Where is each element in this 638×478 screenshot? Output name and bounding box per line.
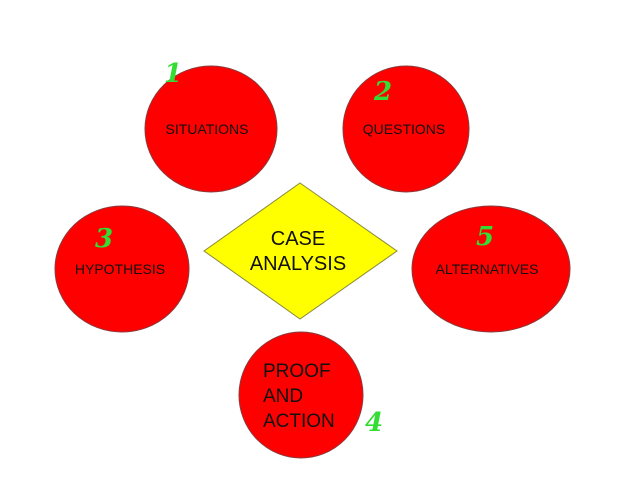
- node-hypothesis: HYPOTHESIS 3: [54, 205, 190, 333]
- proof-line3: ACTION: [263, 411, 335, 432]
- hypothesis-circle: [54, 205, 190, 333]
- questions-label: QUESTIONS: [363, 121, 445, 137]
- node-questions: QUESTIONS 2: [342, 65, 470, 193]
- step-number-4: 4: [365, 408, 383, 438]
- case-analysis-diamond: [203, 182, 398, 320]
- alternatives-circle: [411, 205, 571, 333]
- step-number-2: 2: [373, 77, 392, 107]
- center-case-analysis: CASE ANALYSIS: [203, 182, 398, 320]
- questions-circle: [342, 65, 470, 193]
- case-analysis-line2: ANALYSIS: [250, 253, 346, 275]
- node-proof-and-action: PROOF AND ACTION 4: [238, 331, 383, 459]
- situations-label: SITUATIONS: [166, 121, 249, 137]
- case-analysis-line1: CASE: [271, 228, 325, 250]
- situations-circle: [144, 65, 278, 193]
- step-number-3: 3: [95, 224, 113, 254]
- node-alternatives: ALTERNATIVES 5: [411, 205, 571, 333]
- proof-line1: PROOF: [263, 361, 331, 382]
- alternatives-label: ALTERNATIVES: [436, 261, 539, 277]
- step-number-5: 5: [476, 222, 494, 252]
- proof-circle: [238, 331, 364, 459]
- proof-line2: AND: [263, 386, 303, 407]
- step-number-1: 1: [164, 59, 182, 89]
- hypothesis-label: HYPOTHESIS: [75, 261, 165, 277]
- node-situations: SITUATIONS 1: [144, 59, 278, 193]
